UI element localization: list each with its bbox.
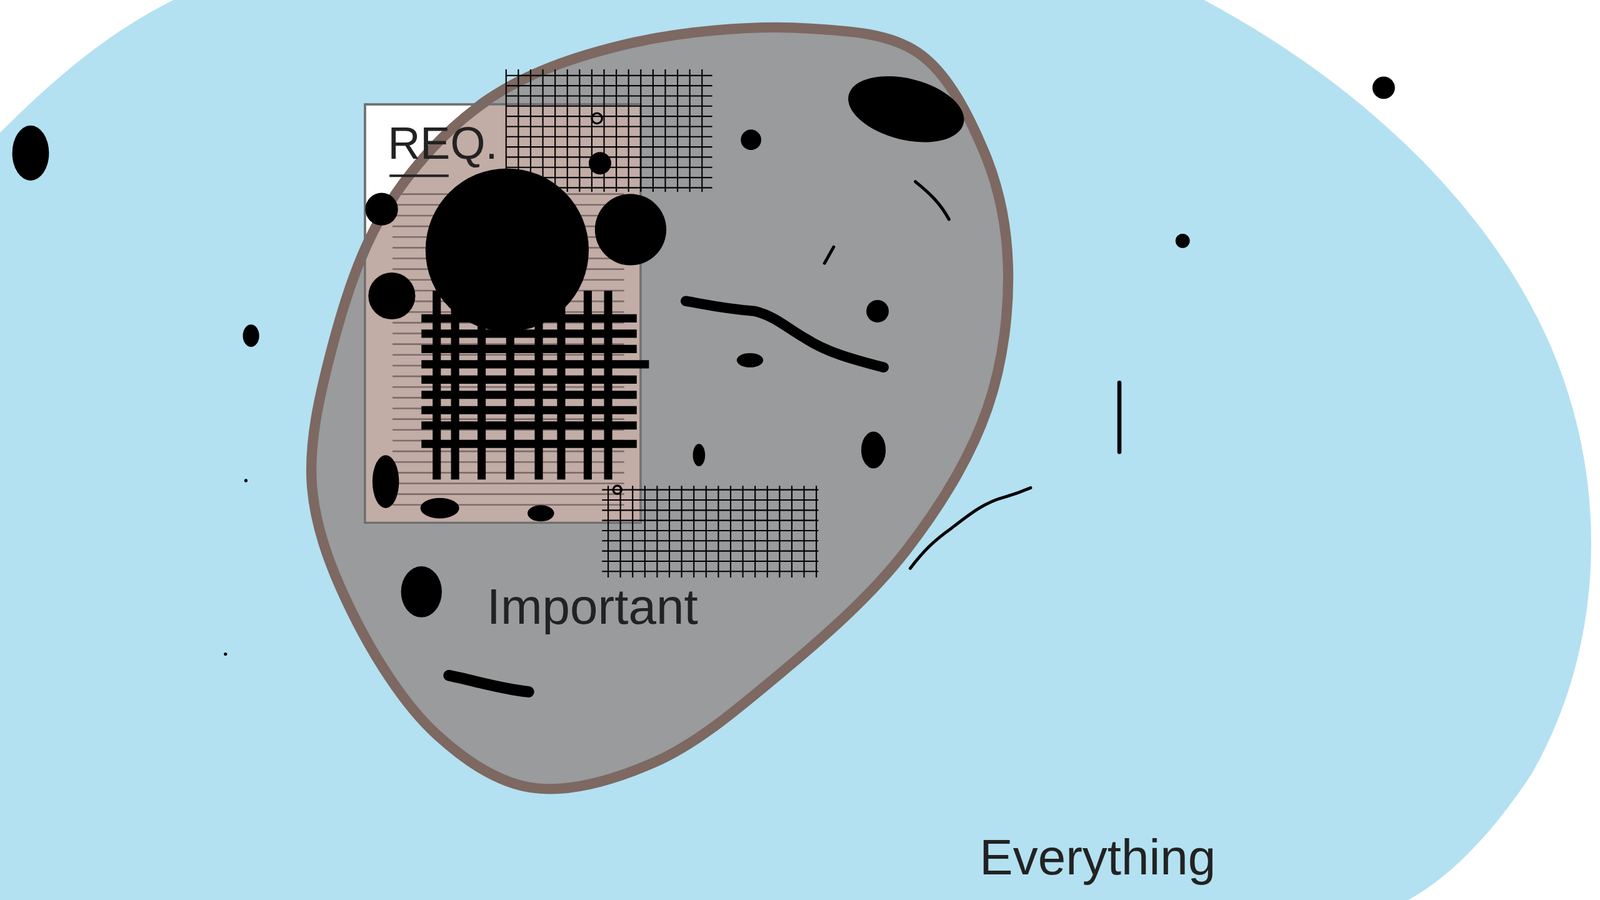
document-line	[393, 343, 625, 345]
document-line	[393, 375, 625, 377]
ink-blot	[693, 443, 706, 467]
document-line	[393, 278, 625, 281]
region-label: REQ.	[387, 118, 498, 169]
requirements-document: REQ.	[365, 104, 641, 523]
ink-blot	[527, 505, 554, 522]
document-line	[393, 364, 625, 367]
document-line	[393, 460, 625, 463]
ink-stroke	[448, 675, 529, 692]
ink-rings	[591, 113, 622, 494]
document-line	[393, 482, 625, 485]
document-line	[393, 289, 625, 292]
document-lines	[393, 193, 625, 505]
hatch-grid	[506, 69, 713, 192]
ink-blot	[368, 272, 415, 320]
document-tint	[365, 104, 641, 523]
ink-blot	[866, 300, 889, 323]
document-line	[393, 503, 625, 506]
region-label: Important	[486, 578, 699, 635]
document-line	[393, 321, 625, 324]
ink-blots	[12, 65, 1395, 656]
document-line	[393, 332, 625, 335]
ink-blot	[244, 478, 248, 482]
document-line	[393, 203, 625, 206]
document-line	[393, 418, 625, 420]
hatch-grid	[421, 290, 649, 480]
ink-stroke	[910, 487, 1031, 569]
document-line	[393, 471, 625, 474]
ink-blot	[372, 455, 399, 509]
document-border	[365, 104, 641, 523]
document-line	[393, 310, 625, 313]
ink-blot	[425, 168, 589, 332]
region-label: Everything	[979, 829, 1216, 885]
hatch-grid	[601, 485, 819, 578]
document-line	[393, 450, 625, 452]
document-line	[393, 214, 625, 217]
document-line	[393, 268, 625, 270]
ink-blot	[588, 151, 612, 175]
ink-blot	[1372, 76, 1395, 99]
ink-ring	[613, 485, 622, 494]
ink-stroke	[824, 246, 834, 264]
ink-strokes	[448, 181, 1120, 692]
document-line	[393, 428, 625, 431]
ink-blot	[365, 193, 398, 226]
ink-blot	[595, 193, 667, 265]
document-line	[393, 407, 625, 410]
document-line	[393, 439, 625, 442]
document-line	[393, 225, 625, 227]
document-line	[393, 257, 625, 260]
ink-blot	[420, 498, 460, 519]
ink-stroke	[915, 181, 949, 220]
ink-blot	[401, 566, 442, 618]
ink-blot	[861, 431, 886, 469]
document-line	[393, 493, 625, 495]
blob-fill	[311, 27, 1009, 789]
ink-stroke	[1117, 382, 1122, 452]
document-line	[393, 353, 625, 356]
document-line	[393, 235, 625, 238]
ink-blot	[740, 129, 762, 150]
document-line	[393, 300, 625, 302]
ink-stroke	[685, 301, 884, 368]
ink-blot	[841, 65, 971, 154]
important-blob: Important REQ.	[301, 18, 1019, 798]
document-underline	[390, 174, 450, 177]
document-line	[393, 193, 625, 195]
document-line	[393, 385, 625, 388]
ink-blot	[736, 353, 764, 368]
ink-blot	[12, 125, 50, 181]
ink-blot	[1175, 233, 1190, 249]
ink-ring	[591, 113, 602, 124]
document-line	[393, 246, 625, 249]
ink-blot	[243, 324, 260, 347]
document-line	[393, 396, 625, 399]
ink-blot	[223, 652, 227, 656]
